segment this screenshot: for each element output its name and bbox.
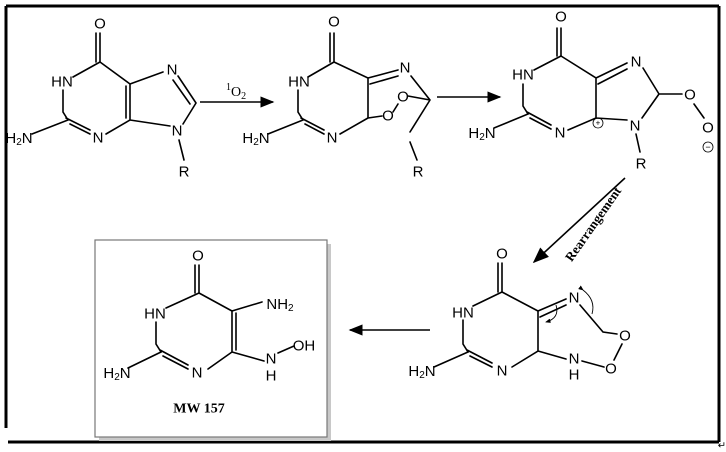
- outer-frame: [4, 4, 721, 444]
- amine-label: H2N: [468, 125, 495, 143]
- atom-label: O: [496, 246, 508, 263]
- atom-label: O: [382, 108, 394, 125]
- atom-label: N: [569, 290, 580, 307]
- amine-label: H2N: [408, 363, 435, 381]
- amine-label: H2N: [103, 365, 130, 383]
- atom-label: N: [93, 130, 104, 147]
- atom-label: O: [192, 248, 204, 265]
- atom-label: N: [569, 351, 580, 368]
- atom-label: O: [702, 120, 714, 137]
- molecule-product: O HN H2N N NH2 N H OH: [103, 248, 315, 385]
- molecule-peroxide-zwitterion: O HN H2N N + N N O O − R: [468, 9, 713, 173]
- atom-label: N: [630, 118, 641, 135]
- atom-label: R: [636, 156, 647, 173]
- atom-label: HN: [452, 305, 474, 322]
- atom-label: O: [555, 9, 567, 26]
- atom-label: O: [605, 361, 617, 378]
- atom-label: H: [266, 368, 277, 385]
- amine-label: NH2: [266, 296, 294, 314]
- atom-label: N: [555, 125, 566, 142]
- atom-label: OH: [293, 338, 316, 355]
- atom-label: N: [327, 130, 338, 147]
- positive-charge: +: [596, 119, 601, 128]
- atom-label: O: [619, 328, 631, 345]
- negative-charge: −: [705, 142, 710, 152]
- reagent-singlet-oxygen: 1O2: [226, 82, 246, 102]
- positive-charge-icon: [592, 117, 604, 129]
- atom-label: HN: [51, 74, 73, 91]
- atom-label: O: [397, 89, 409, 106]
- curved-arrow-icon: [578, 285, 594, 315]
- atom-label: H: [569, 367, 580, 384]
- molecular-weight-label: MW 157: [173, 402, 224, 417]
- molecule-guanine: O HN H2N N N N R: [5, 16, 197, 181]
- atom-label: N: [172, 123, 183, 140]
- atom-label: O: [684, 87, 696, 104]
- atom-label: HN: [144, 306, 166, 323]
- rearrangement-arrow: [532, 177, 626, 264]
- atom-label: N: [167, 62, 178, 79]
- molecule-rearranged-intermediate: O HN H2N N N O O N H: [408, 246, 630, 384]
- atom-label: R: [179, 164, 190, 181]
- rearrangement-label: Rearrangement: [562, 183, 625, 264]
- atom-label: O: [94, 16, 106, 33]
- amine-label: H2N: [5, 130, 32, 148]
- atom-label: N: [266, 351, 277, 368]
- atom-label: N: [400, 60, 411, 77]
- curved-arrow-icon: [545, 304, 558, 323]
- atom-label: N: [497, 363, 508, 380]
- amine-label: H2N: [242, 130, 269, 148]
- atom-label: R: [413, 164, 424, 181]
- atom-label: N: [631, 54, 642, 71]
- negative-charge-icon: [702, 141, 714, 153]
- atom-label: HN: [288, 74, 310, 91]
- molecule-endoperoxide: O HN H2N N N O O R: [242, 14, 431, 181]
- atom-label: HN: [512, 67, 534, 84]
- paragraph-mark: ↵: [718, 441, 726, 452]
- product-box: [94, 239, 331, 441]
- atom-label: O: [328, 14, 340, 31]
- atom-label: N: [192, 365, 203, 382]
